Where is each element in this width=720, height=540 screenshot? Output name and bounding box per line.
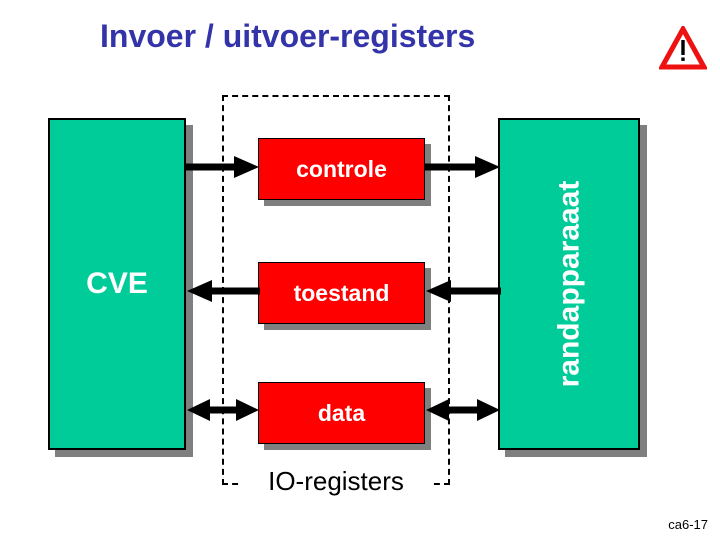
arrow-toestand-to-cpu	[187, 280, 260, 302]
warning-triangle-icon	[659, 26, 707, 70]
page-title: Invoer / uitvoer-registers	[100, 18, 476, 54]
arrow-data-peripheral-bidirectional	[426, 399, 500, 421]
io-registers-group-label: IO-registers	[241, 466, 431, 497]
register-label-toestand: toestand	[293, 279, 390, 306]
register-block-toestand: toestand	[258, 262, 425, 324]
register-block-data: data	[258, 382, 425, 444]
register-label-data: data	[317, 399, 366, 426]
arrow-cpu-to-controle	[186, 156, 259, 178]
cpu-block-label: CVE	[86, 267, 148, 300]
cpu-block: CVE	[48, 118, 186, 450]
register-label-controle: controle	[296, 155, 387, 182]
peripheral-block-label: randapparaaat	[552, 180, 585, 388]
peripheral-block: randapparaaat	[498, 118, 640, 450]
page-reference: ca6-17	[668, 517, 708, 532]
register-block-controle: controle	[258, 138, 425, 200]
arrow-cpu-data-bidirectional	[187, 399, 259, 421]
arrow-controle-to-peripheral	[425, 156, 500, 178]
arrow-peripheral-to-toestand	[426, 280, 501, 302]
